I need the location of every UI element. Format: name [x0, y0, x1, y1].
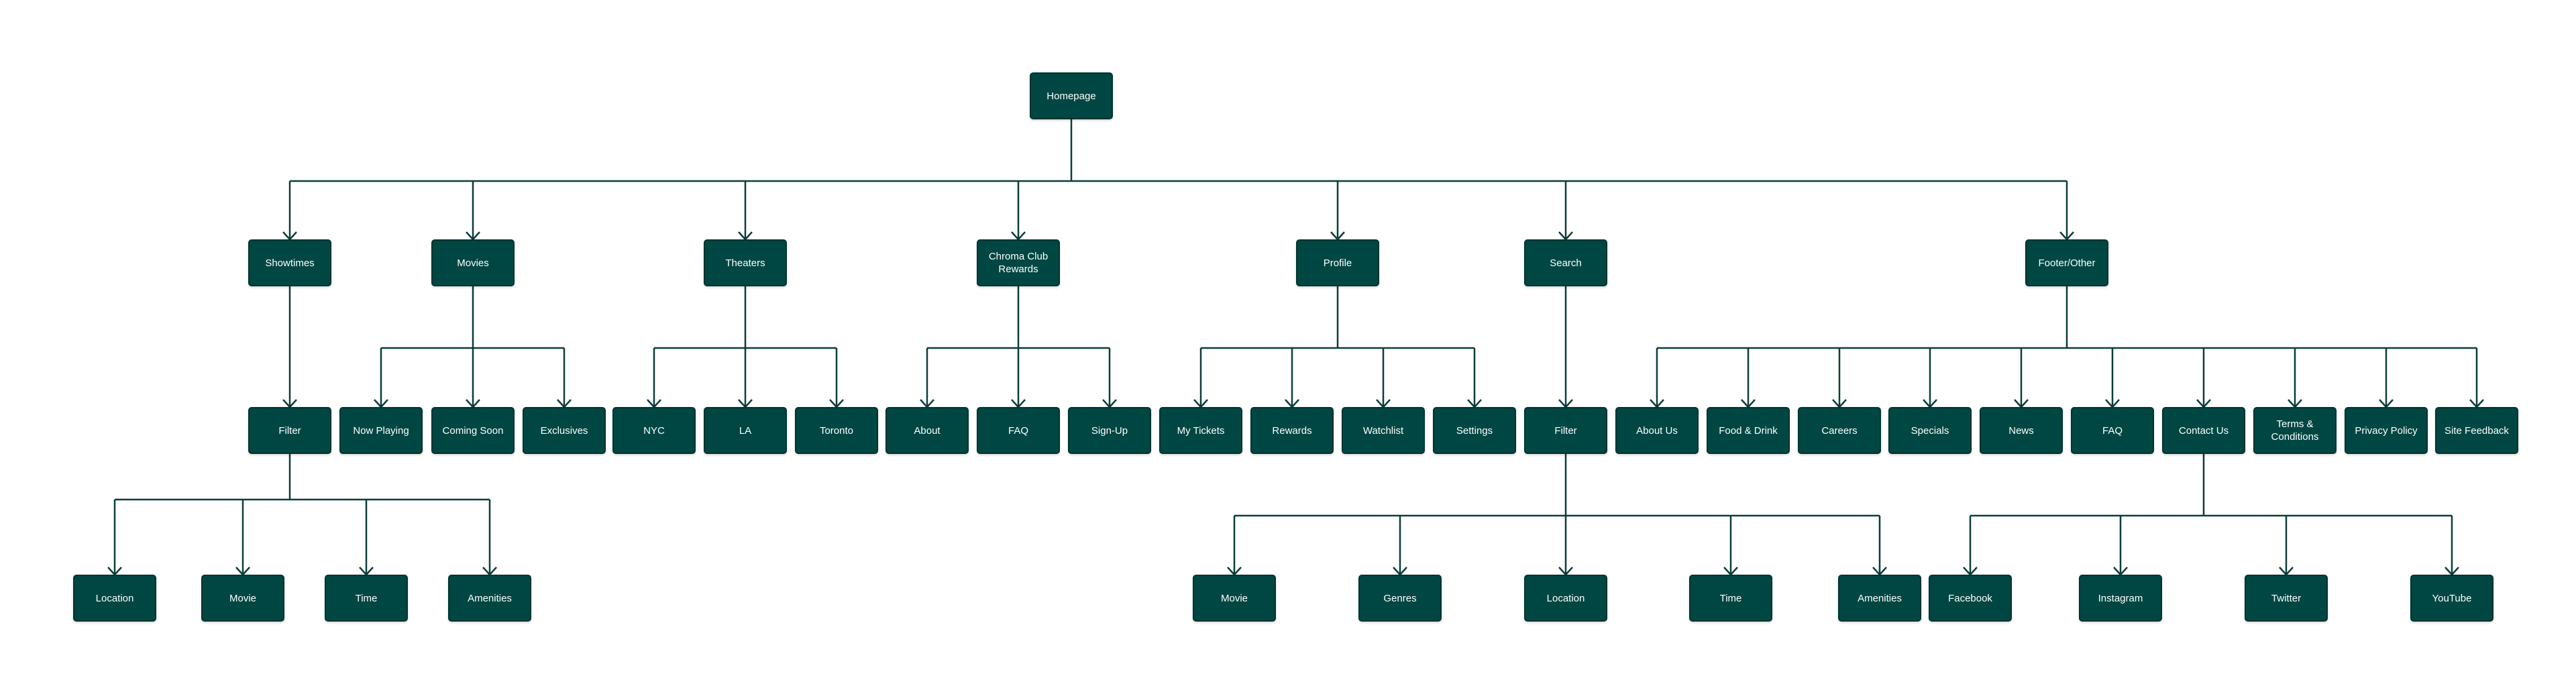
node-label: Rewards	[1272, 424, 1312, 437]
node-filter: Filter	[1524, 407, 1607, 454]
node-faq: FAQ	[2071, 407, 2154, 454]
node-label: Food & Drink	[1719, 424, 1778, 437]
node-showtimes: Showtimes	[248, 239, 331, 286]
node-label: Movie	[229, 592, 256, 604]
node-label: LA	[739, 424, 752, 437]
node-label: Homepage	[1046, 90, 1096, 102]
node-instagram: Instagram	[2079, 575, 2162, 622]
node-sign-up: Sign-Up	[1068, 407, 1151, 454]
node-privacy-policy: Privacy Policy	[2345, 407, 2428, 454]
node-label: Now Playing	[353, 424, 409, 437]
node-careers: Careers	[1798, 407, 1881, 454]
node-label: Instagram	[2098, 592, 2143, 604]
node-label: Specials	[1911, 424, 1949, 437]
node-movies: Movies	[431, 239, 515, 286]
node-label: Careers	[1821, 424, 1858, 437]
node-label: Exclusives	[540, 424, 588, 437]
node-label: News	[2008, 424, 2034, 437]
node-theaters: Theaters	[704, 239, 787, 286]
node-label: Time	[1719, 592, 1742, 604]
node-terms-and-conditions: Terms & Conditions	[2253, 407, 2337, 454]
node-label: Settings	[1456, 424, 1493, 437]
node-label: Genres	[1383, 592, 1417, 604]
node-label: Location	[95, 592, 134, 604]
node-label: Movie	[1220, 592, 1248, 604]
node-label: Privacy Policy	[2355, 424, 2418, 437]
node-about: About	[885, 407, 969, 454]
node-label: YouTube	[2432, 592, 2472, 604]
node-profile: Profile	[1296, 239, 1379, 286]
node-label: Terms & Conditions	[2271, 418, 2319, 443]
node-news: News	[1980, 407, 2063, 454]
node-contact-us: Contact Us	[2162, 407, 2245, 454]
node-label: About	[914, 424, 941, 437]
node-chroma-club-rewards: Chroma Club Rewards	[977, 239, 1060, 286]
node-label: Footer/Other	[2038, 257, 2096, 269]
node-label: Filter	[278, 424, 301, 437]
node-amenities: Amenities	[448, 575, 531, 622]
node-label: Time	[355, 592, 378, 604]
node-label: Facebook	[1948, 592, 1992, 604]
node-label: Coming Soon	[442, 424, 504, 437]
node-watchlist: Watchlist	[1342, 407, 1425, 454]
node-rewards: Rewards	[1250, 407, 1334, 454]
node-facebook: Facebook	[1929, 575, 2012, 622]
node-label: My Tickets	[1177, 424, 1225, 437]
node-label: Sign-Up	[1091, 424, 1128, 437]
node-genres: Genres	[1358, 575, 1442, 622]
node-label: Watchlist	[1362, 424, 1404, 437]
node-youtube: YouTube	[2410, 575, 2493, 622]
node-movie: Movie	[201, 575, 284, 622]
node-label: Contact Us	[2178, 424, 2229, 437]
node-label: Theaters	[725, 257, 765, 269]
node-label: Chroma Club Rewards	[988, 251, 1049, 275]
node-label: Filter	[1554, 424, 1577, 437]
node-homepage: Homepage	[1030, 72, 1113, 119]
node-time: Time	[325, 575, 408, 622]
node-label: NYC	[643, 424, 665, 437]
node-about-us: About Us	[1615, 407, 1699, 454]
node-specials: Specials	[1888, 407, 1972, 454]
node-location: Location	[1524, 575, 1607, 622]
node-label: Movies	[457, 257, 489, 269]
node-toronto: Toronto	[795, 407, 878, 454]
node-twitter: Twitter	[2245, 575, 2328, 622]
node-filter: Filter	[248, 407, 331, 454]
node-time: Time	[1689, 575, 1772, 622]
node-label: Location	[1546, 592, 1585, 604]
node-my-tickets: My Tickets	[1159, 407, 1242, 454]
node-label: FAQ	[2102, 424, 2123, 437]
node-amenities: Amenities	[1838, 575, 1921, 622]
node-label: Profile	[1323, 257, 1352, 269]
node-site-feedback: Site Feedback	[2435, 407, 2518, 454]
node-la: LA	[704, 407, 787, 454]
node-search: Search	[1524, 239, 1607, 286]
node-footer-other: Footer/Other	[2025, 239, 2108, 286]
node-label: Toronto	[819, 424, 854, 437]
node-nyc: NYC	[612, 407, 696, 454]
node-coming-soon: Coming Soon	[431, 407, 515, 454]
node-label: Search	[1550, 257, 1582, 269]
node-movie: Movie	[1193, 575, 1276, 622]
node-exclusives: Exclusives	[523, 407, 606, 454]
node-location: Location	[73, 575, 156, 622]
node-label: Site Feedback	[2445, 424, 2509, 437]
node-label: About Us	[1636, 424, 1678, 437]
node-label: Showtimes	[265, 257, 315, 269]
node-food-and-drink: Food & Drink	[1707, 407, 1790, 454]
node-settings: Settings	[1433, 407, 1516, 454]
node-label: FAQ	[1008, 424, 1028, 437]
node-label: Amenities	[468, 592, 512, 604]
node-faq: FAQ	[977, 407, 1060, 454]
node-label: Amenities	[1858, 592, 1902, 604]
node-now-playing: Now Playing	[339, 407, 423, 454]
node-label: Twitter	[2271, 592, 2302, 604]
